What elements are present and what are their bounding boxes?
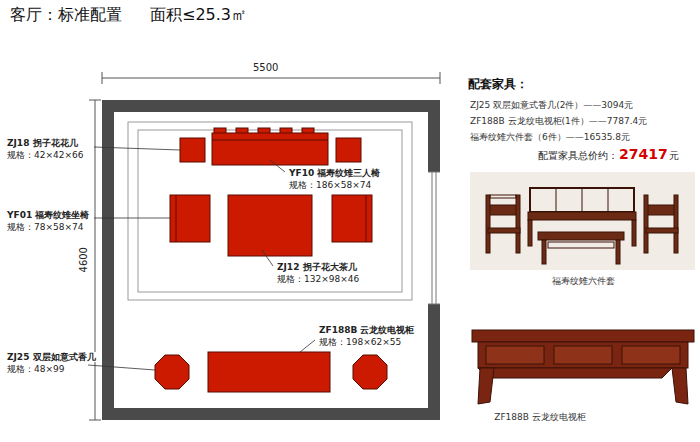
drawing-part [114,112,428,408]
drawing-part [644,195,648,253]
part-name: YF10 福寿纹雉三人椅 [288,168,381,178]
drawing-part [270,160,285,172]
drawing-part [89,100,101,101]
drawing-part [488,205,518,215]
total-price: 27417 [619,146,668,162]
total-unit: 元 [669,150,679,162]
drawing-part [478,342,688,368]
drawing-part [155,355,189,389]
drawing-part [646,205,676,215]
drawing-part [530,188,634,212]
drawing-part [440,72,441,84]
drawing-part [102,78,440,79]
part-size: 规格：48×99 [6,364,65,374]
drawing-part [432,172,433,304]
drawing-part [428,304,440,305]
drawing-part [538,232,624,240]
drawing-part [548,242,614,248]
drawing-part [95,100,96,420]
drawing-part [336,138,361,162]
drawing-part [672,368,688,404]
drawing-part [262,250,273,266]
drawing-part [556,188,557,212]
leader-lines [88,147,315,370]
furniture [155,128,387,392]
page-title: 客厅：标准配置 [10,6,122,24]
part-size: 规格：186×58×74 [288,180,372,190]
drawing-part [528,220,532,246]
drawing-part [89,420,101,421]
drawing-part [616,240,620,264]
drawing-part [102,72,103,84]
drawing-part [428,172,440,304]
drawing-part [94,147,180,150]
dimension-text: 5500 [252,62,279,74]
photo-caption: ZF188B 云龙纹电视柜 [494,412,586,422]
drawing-part [366,195,367,242]
part-size: 规格：78×58×74 [6,222,84,232]
drawing-part [208,352,330,392]
part-name: ZJ25 双层如意式香几 [6,352,97,362]
list-item: 福寿纹雉六件套（6件）——16535.8元 [470,132,630,142]
tv-cabinet-photo [472,330,694,404]
room-walls [102,100,440,420]
drawing-part [646,228,678,233]
drawing-part [88,365,155,370]
drawing-part [212,140,328,141]
drawing-part [486,346,544,364]
drawing-part [478,368,672,378]
drawing-part [180,138,205,162]
dimension-lines [89,72,440,420]
drawing-part [632,220,636,246]
part-size: 规格：42×42×66 [6,150,84,160]
list-item: ZF188B 云龙纹电视柜(1件）——7787.4元 [470,116,647,126]
part-name: ZF188B 云龙纹电视柜 [318,325,415,335]
furniture-set-photo [470,172,695,270]
dimension-text: 4600 [78,246,90,273]
drawing-part [300,340,315,352]
part-name: ZJ18 拐子花花几 [6,138,79,148]
photo-caption: 福寿纹雉六件套 [552,276,615,286]
drawing-part [608,188,609,212]
drawing-part [332,195,372,242]
drawing-part [94,218,170,219]
part-size: 规格：132×98×46 [276,274,360,284]
drawing-part [472,330,694,342]
drawing-part [102,100,440,420]
list-item: ZJ25 双层如意式香几(2件）——3094元 [470,100,633,110]
drawing-part [516,195,520,253]
drawing-part [138,130,402,292]
drawing-part [554,346,612,364]
drawing-part [488,228,520,233]
drawing-part [582,188,583,212]
rug [128,122,412,300]
drawing-part [436,172,437,304]
drawing-part [478,368,494,404]
part-name: ZJ12 拐子花大茶几 [276,262,358,272]
drawing-part [542,240,546,264]
drawing-part [490,195,516,198]
total-label: 配置家具总价约： [538,150,618,162]
area-text: 面积≤25.3㎡ [150,6,247,24]
drawing-part [622,346,680,364]
drawing-part [470,172,695,270]
drawing-part [170,195,210,242]
list-heading: 配套家具： [468,78,528,92]
part-size: 规格：198×62×55 [318,337,402,347]
drawing-part [674,195,678,253]
drawing-part [486,195,490,253]
part-name: YF01 福寿纹雉坐椅 [6,210,90,220]
drawing-part [228,195,312,256]
drawing-part [528,212,636,220]
drawing-part [353,355,387,389]
drawing-part [128,122,412,300]
drawing-part [428,172,440,173]
drawing-part [176,195,177,242]
